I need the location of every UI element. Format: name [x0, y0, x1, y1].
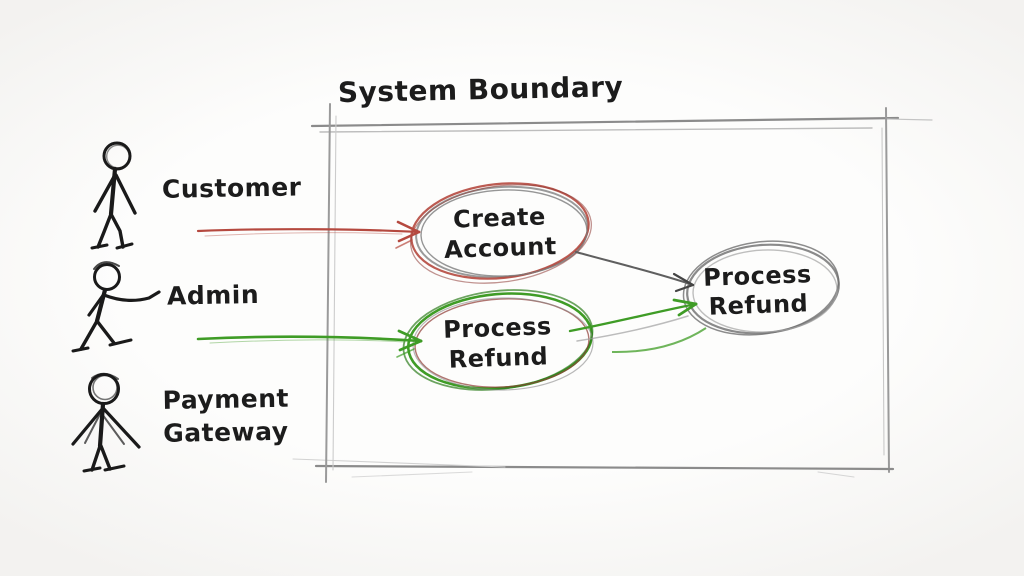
- admin-leg-left: [79, 319, 99, 351]
- boundary-right-line-2: [881, 127, 885, 456]
- actor-admin-label: Admin: [167, 280, 260, 311]
- payment-gateway-leg-right: [99, 444, 112, 471]
- admin-stick-figure: [71, 261, 161, 353]
- create-account-ellipse-gray: [415, 185, 589, 279]
- customer-leg-left: [96, 212, 113, 249]
- boundary-bottom-scratch-2: [351, 471, 473, 478]
- admin-foot-left: [71, 346, 90, 353]
- usecase-process-refund-right: Process Refund: [611, 240, 840, 354]
- arrow-gray-head-upper: [672, 272, 695, 287]
- diagram-title: System Boundary: [338, 70, 624, 109]
- arrow-green-head-upper: [397, 329, 423, 343]
- payment-gateway-leg-left: [90, 444, 102, 472]
- payment-gateway-foot-left: [82, 466, 102, 473]
- customer-foot-left: [90, 243, 109, 250]
- payment-gateway-head-scribble: [92, 374, 118, 401]
- actor-payment-gateway-label-line1: Payment: [162, 384, 289, 415]
- arrow-green-shaft: [196, 335, 423, 343]
- payment-gateway-stick-figure: [71, 372, 141, 473]
- process-refund-right-ellipse-gray-2: [682, 240, 840, 336]
- usecase-process-refund-left-label-line1: Process: [443, 312, 552, 344]
- payment-gateway-skirt-line-right: [101, 413, 125, 445]
- admin-head-scribble: [93, 261, 120, 270]
- payment-gateway-arm-right: [101, 406, 141, 449]
- customer-foot-right: [115, 242, 134, 250]
- process-refund-right-green-scribble: [611, 327, 707, 354]
- actor-customer: Customer: [90, 141, 302, 250]
- arrow-red-shaft-scribble: [204, 232, 403, 237]
- payment-gateway-foot-right: [103, 464, 126, 472]
- boundary-top-overshoot: [885, 118, 933, 121]
- actor-customer-label: Customer: [162, 172, 302, 203]
- actor-payment-gateway-label-line2: Gateway: [163, 417, 289, 448]
- payment-gateway-skirt-line-left: [84, 413, 101, 444]
- system-boundary-box: [292, 103, 933, 483]
- usecase-process-refund-right-label-line1: Process: [703, 260, 812, 292]
- customer-stick-figure: [90, 141, 137, 250]
- boundary-left-line: [325, 103, 331, 483]
- arrow-red-shaft: [196, 228, 421, 234]
- arrow-green2-head-lower: [677, 302, 698, 317]
- admin-leg-right: [95, 319, 116, 345]
- admin-foot-right: [108, 338, 133, 347]
- arrow-red-head-upper: [396, 220, 421, 234]
- arrow-green2-gray-scribble: [576, 315, 689, 342]
- boundary-top-line: [310, 116, 900, 128]
- arrow-green2-shaft: [568, 302, 698, 333]
- actor-admin: Admin: [71, 261, 260, 353]
- customer-arm-right: [114, 173, 137, 215]
- arrow-red-head-lower: [397, 230, 421, 243]
- arrow-customer-to-create-account: [196, 220, 421, 249]
- boundary-bottom-scratch-3: [817, 471, 855, 478]
- actor-payment-gateway: Payment Gateway: [71, 372, 289, 473]
- arrow-gray-head-lower: [674, 283, 695, 293]
- create-account-ellipse-gray-2: [420, 189, 588, 277]
- arrow-create-account-to-process-refund-right: [575, 251, 695, 293]
- boundary-top-line-2: [319, 127, 873, 133]
- boundary-bottom-line: [314, 464, 895, 471]
- process-refund-right-ellipse-gray-3: [692, 249, 838, 333]
- admin-arm-right: [102, 290, 161, 302]
- payment-gateway-hair-scribble: [91, 372, 119, 380]
- arrow-red-head-extra: [395, 239, 413, 249]
- customer-leg-right: [109, 212, 125, 249]
- usecase-process-refund-right-label-line2: Refund: [708, 289, 808, 320]
- boundary-bottom-scratch-1: [292, 458, 506, 468]
- usecase-create-account: Create Account: [409, 182, 593, 284]
- arrow-process-refund-left-to-right: [568, 298, 698, 342]
- create-account-ellipse-darkred: [409, 184, 593, 284]
- boundary-left-line-2: [332, 115, 337, 471]
- admin-arm-left: [87, 292, 106, 317]
- usecase-process-refund-left-label-line2: Refund: [448, 342, 548, 373]
- arrow-green-head-extra: [396, 348, 415, 358]
- process-refund-left-ellipse-darkgreen: [402, 289, 594, 391]
- usecase-create-account-label-line1: Create: [453, 202, 547, 233]
- arrow-green2-head-upper: [672, 298, 698, 306]
- usecase-create-account-label-line2: Account: [444, 232, 558, 264]
- usecase-process-refund-left: Process Refund: [402, 289, 594, 391]
- payment-gateway-arm-left: [71, 406, 105, 446]
- customer-arm-left: [93, 173, 117, 213]
- arrow-green-shaft-scribble: [209, 339, 406, 344]
- arrow-gray-shaft: [575, 251, 694, 286]
- customer-head-scribble: [105, 144, 130, 169]
- arrow-green-head-lower: [398, 339, 423, 352]
- boundary-right-line: [885, 107, 890, 473]
- arrow-admin-to-process-refund: [196, 329, 423, 358]
- admin-head: [93, 263, 121, 291]
